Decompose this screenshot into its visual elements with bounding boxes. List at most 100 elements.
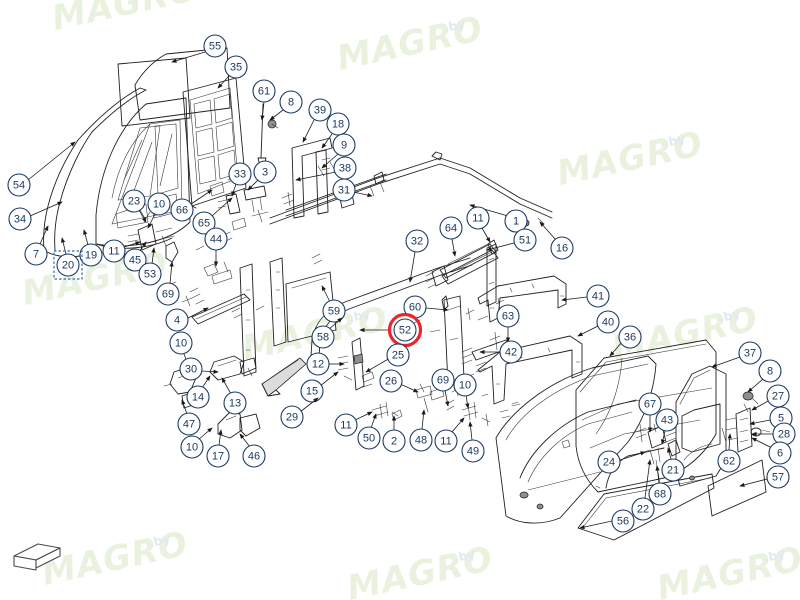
callout-63[interactable]: 63 (496, 304, 520, 343)
callout-circle[interactable] (631, 497, 655, 521)
callout-circle[interactable] (8, 207, 32, 231)
callout-circle[interactable] (7, 173, 31, 197)
callout-2[interactable]: 2 (382, 415, 406, 453)
callout-33[interactable]: 33 (228, 162, 252, 197)
callout-circle[interactable] (393, 318, 417, 342)
callout-circle[interactable] (138, 262, 162, 286)
callout-circle[interactable] (79, 243, 103, 267)
callout-circle[interactable] (597, 450, 621, 474)
callout-11[interactable]: 11 (102, 239, 141, 263)
callout-circle[interactable] (170, 198, 194, 222)
callout-circle[interactable] (596, 310, 620, 334)
callout-circle[interactable] (661, 458, 685, 482)
callout-68[interactable]: 68 (648, 465, 672, 506)
callout-52[interactable]: 52 (359, 312, 423, 348)
callout-4[interactable]: 4 (165, 307, 209, 332)
callout-14[interactable]: 14 (186, 375, 211, 409)
callout-circle[interactable] (638, 392, 662, 416)
callout-43[interactable]: 43 (655, 408, 679, 445)
callout-circle[interactable] (102, 239, 126, 263)
callout-circle[interactable] (439, 216, 463, 240)
callout-34[interactable]: 34 (8, 201, 63, 231)
callout-48[interactable]: 48 (409, 409, 433, 452)
callout-circle[interactable] (206, 444, 230, 468)
callout-circle[interactable] (326, 112, 350, 136)
callout-circle[interactable] (322, 299, 346, 323)
callout-51[interactable]: 51 (486, 228, 537, 252)
callout-11[interactable]: 11 (434, 417, 465, 453)
callout-circle[interactable] (409, 428, 433, 452)
callout-circle[interactable] (306, 352, 330, 376)
callout-54[interactable]: 54 (7, 141, 76, 197)
callout-circle[interactable] (24, 242, 48, 266)
callout-circle[interactable] (611, 509, 635, 533)
callout-circle[interactable] (461, 439, 485, 463)
callout-69[interactable]: 69 (156, 261, 180, 306)
callout-17[interactable]: 17 (206, 429, 230, 468)
callout-38[interactable]: 38 (295, 156, 357, 182)
callout-circle[interactable] (431, 368, 455, 392)
callout-66[interactable]: 66 (170, 189, 213, 222)
callout-circle[interactable] (186, 385, 210, 409)
callout-24[interactable]: 24 (597, 450, 646, 474)
callout-10[interactable]: 10 (453, 373, 477, 409)
callout-45[interactable]: 45 (123, 241, 147, 272)
callout-10[interactable]: 10 (180, 427, 213, 459)
callout-circle[interactable] (618, 325, 642, 349)
callout-7[interactable]: 7 (24, 225, 49, 266)
callout-11[interactable]: 11 (334, 411, 373, 437)
callout-64[interactable]: 64 (439, 216, 463, 257)
callout-32[interactable]: 32 (405, 229, 429, 283)
callout-16[interactable]: 16 (539, 221, 574, 260)
callout-30[interactable]: 30 (179, 357, 219, 381)
callout-circle[interactable] (386, 343, 410, 367)
callout-31[interactable]: 31 (332, 178, 373, 202)
callout-circle[interactable] (122, 189, 146, 213)
callout-37[interactable]: 37 (711, 341, 762, 368)
callout-65[interactable]: 65 (192, 197, 233, 235)
callout-circle[interactable] (311, 325, 335, 349)
callout-circle[interactable] (550, 236, 574, 260)
callout-49[interactable]: 49 (461, 421, 485, 463)
callout-15[interactable]: 15 (300, 371, 339, 403)
callout-circle[interactable] (496, 304, 520, 328)
callout-circle[interactable] (648, 482, 672, 506)
callout-10[interactable]: 10 (169, 331, 193, 371)
callout-18[interactable]: 18 (321, 112, 350, 149)
callout-circle[interactable] (334, 413, 358, 437)
callout-circle[interactable] (300, 379, 324, 403)
callout-40[interactable]: 40 (577, 310, 620, 337)
callout-circle[interactable] (177, 412, 201, 436)
callout-58[interactable]: 58 (311, 317, 343, 349)
callout-circle[interactable] (513, 228, 537, 252)
callout-29[interactable]: 29 (280, 397, 319, 429)
callout-circle[interactable] (203, 34, 227, 58)
callout-19[interactable]: 19 (79, 229, 103, 267)
callout-circle[interactable] (123, 248, 147, 272)
callout-circle[interactable] (453, 373, 477, 397)
callout-circle[interactable] (332, 178, 356, 202)
callout-55[interactable]: 55 (171, 34, 227, 63)
callout-circle[interactable] (332, 133, 356, 157)
callout-8[interactable]: 8 (269, 90, 303, 121)
callout-circle[interactable] (405, 229, 429, 253)
callout-36[interactable]: 36 (609, 325, 642, 357)
callout-50[interactable]: 50 (357, 413, 381, 450)
callout-circle[interactable] (180, 435, 204, 459)
callout-67[interactable]: 67 (638, 392, 662, 433)
callout-20[interactable]: 20 (53, 237, 83, 280)
callout-circle[interactable] (253, 160, 277, 184)
callout-9[interactable]: 9 (321, 133, 356, 169)
callout-13[interactable]: 13 (221, 377, 247, 415)
callout-46[interactable]: 46 (239, 433, 266, 468)
callout-39[interactable]: 39 (302, 98, 332, 143)
callout-circle[interactable] (192, 211, 216, 235)
callout-35[interactable]: 35 (217, 55, 248, 89)
callout-circle[interactable] (379, 369, 403, 393)
callout-circle[interactable] (586, 284, 610, 308)
callout-circle[interactable] (434, 429, 458, 453)
callout-circle[interactable] (223, 391, 247, 415)
callout-60[interactable]: 60 (403, 295, 449, 319)
callout-56[interactable]: 56 (579, 509, 635, 533)
callout-6[interactable]: 6 (751, 437, 792, 465)
